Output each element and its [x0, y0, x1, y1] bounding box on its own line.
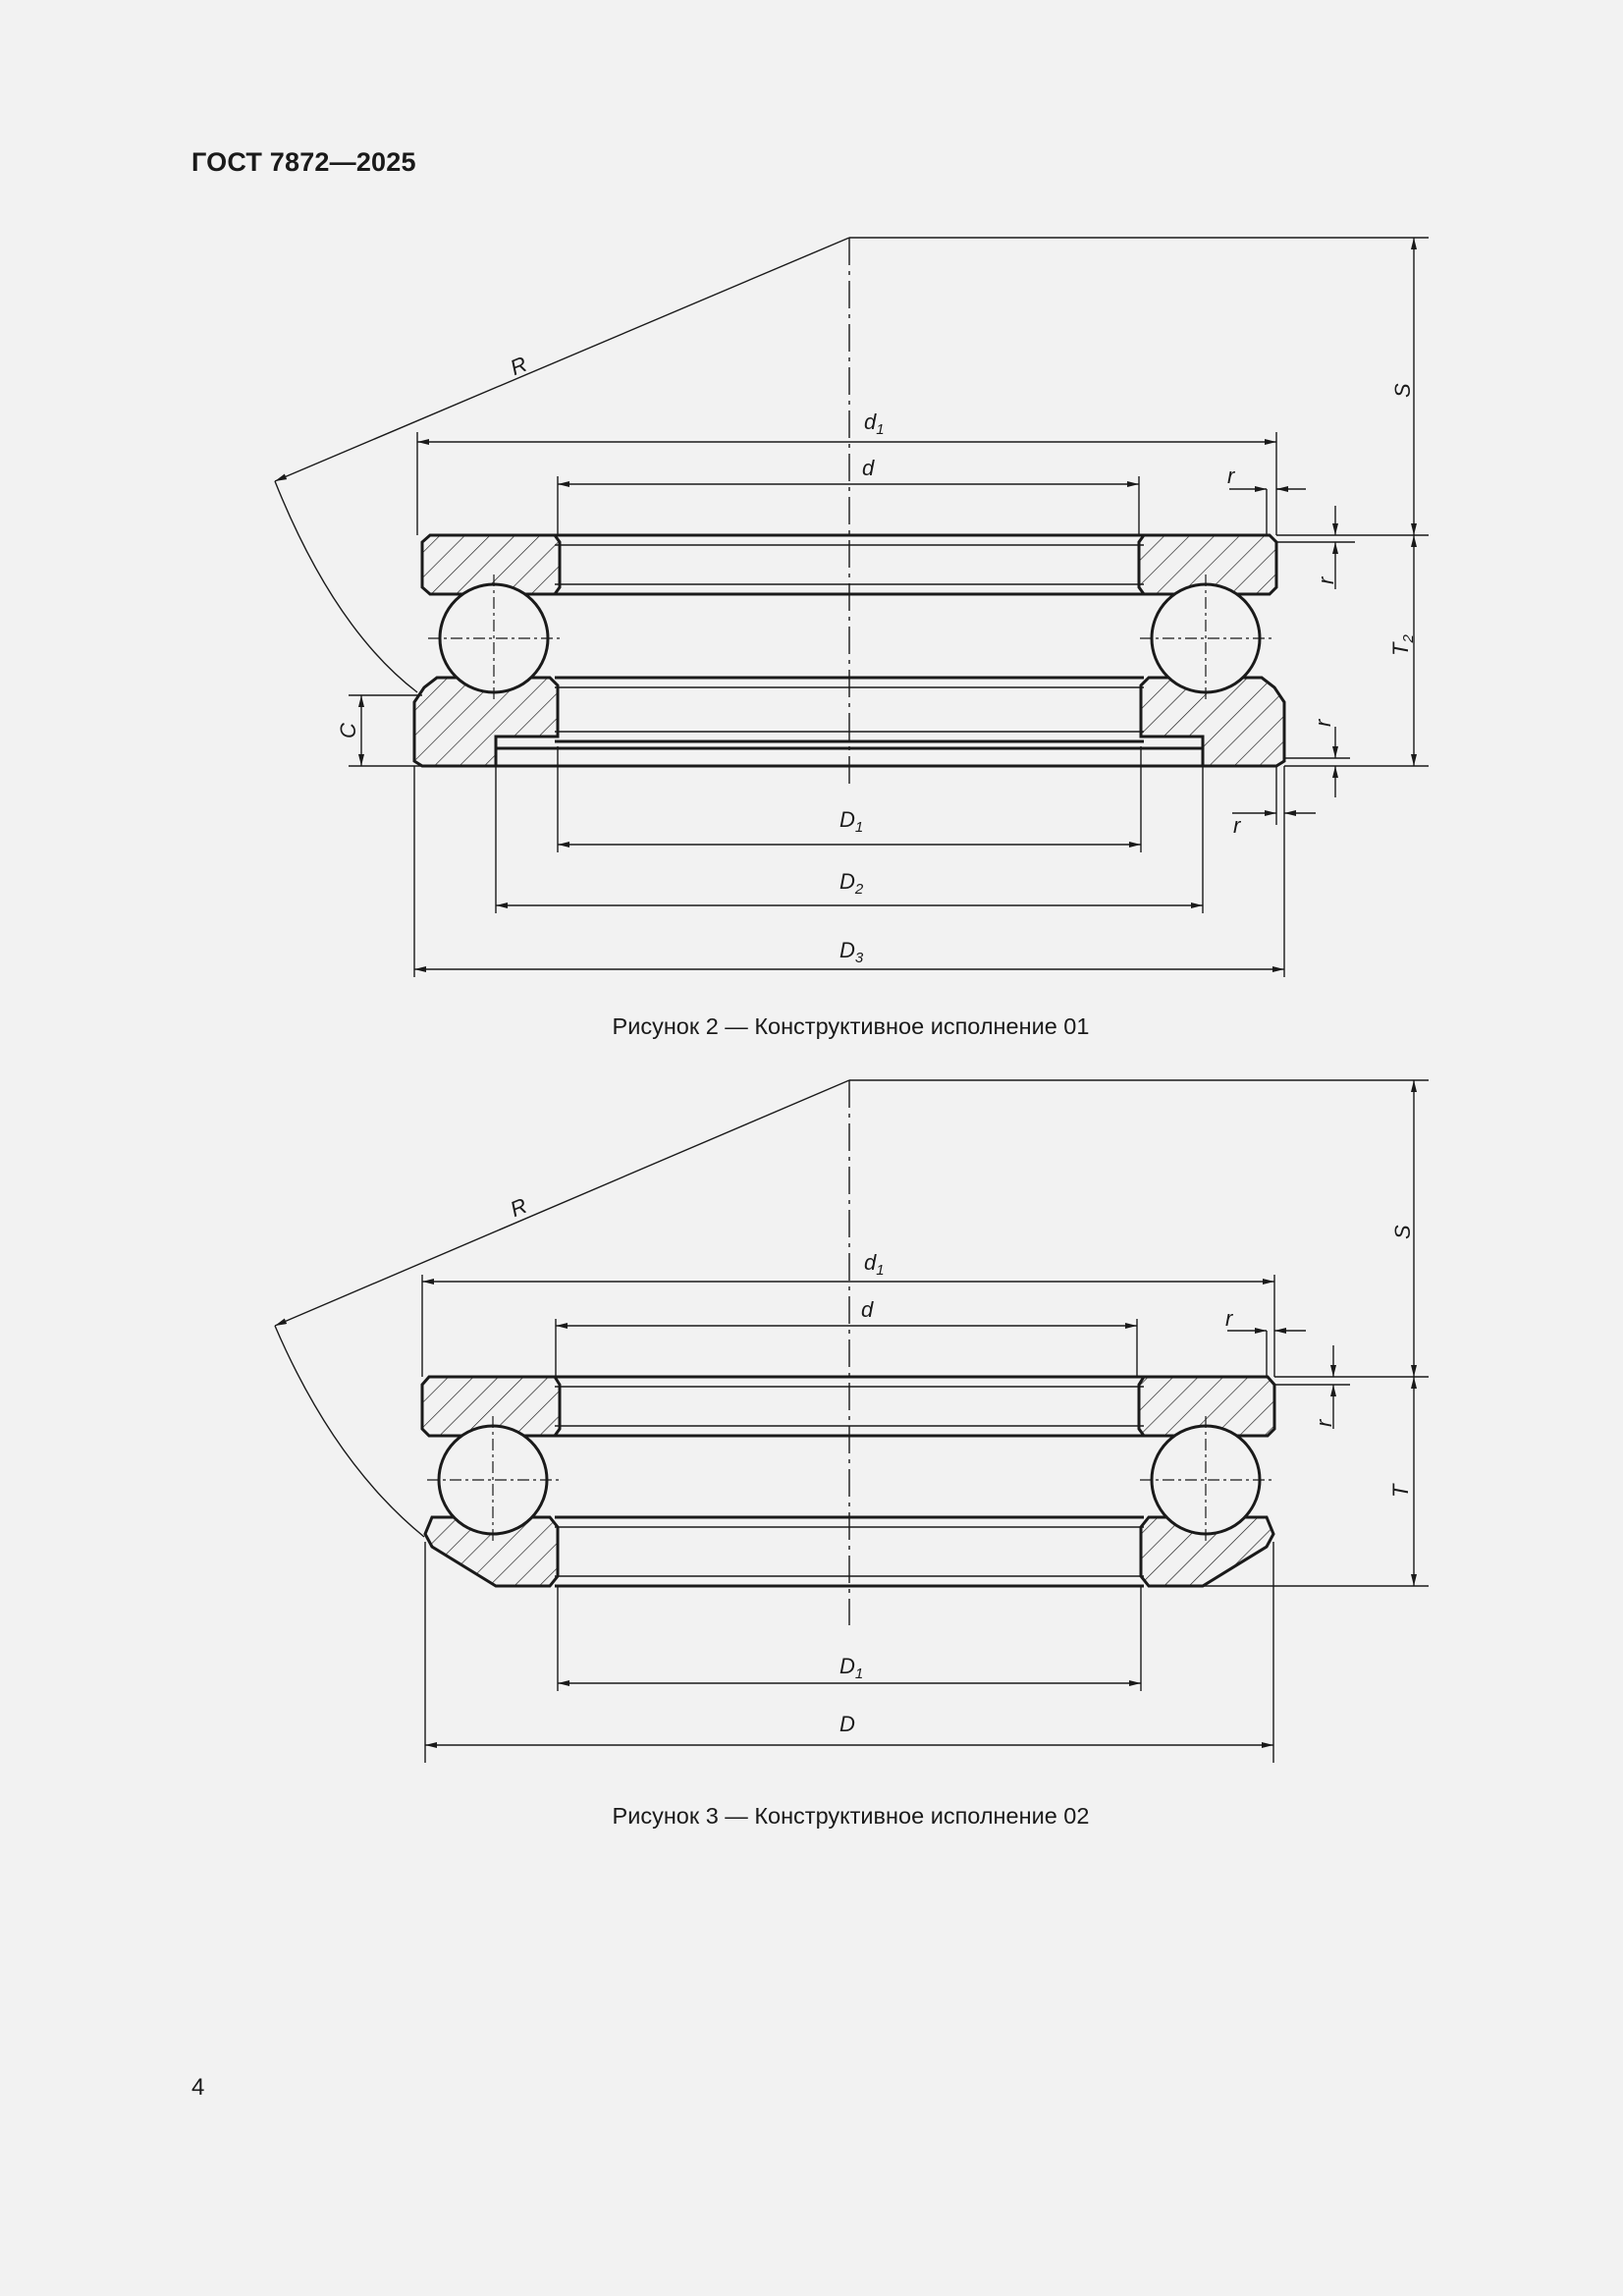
- label-D1: D1: [839, 1654, 863, 1682]
- housing-washer-left: [423, 1515, 560, 1588]
- shaft-washer-right: [1137, 1375, 1276, 1438]
- label-C: C: [336, 723, 360, 738]
- document-header: ГОСТ 7872—2025: [191, 147, 416, 177]
- figure-2-caption: Рисунок 2 — Конструктивное исполнение 01: [612, 1013, 1090, 1039]
- label-r-top: r: [1225, 1306, 1234, 1331]
- label-d: d: [862, 456, 875, 480]
- label-d1: d1: [864, 410, 885, 438]
- label-d1: d1: [864, 1250, 885, 1279]
- label-S: S: [1390, 383, 1415, 398]
- label-r-top: r: [1227, 464, 1236, 488]
- label-r-right: r: [1314, 575, 1338, 584]
- figure-3-caption: Рисунок 3 — Конструктивное исполнение 02: [612, 1803, 1090, 1829]
- label-D: D: [839, 1712, 855, 1736]
- label-D2: D2: [839, 869, 864, 898]
- r-arc: [274, 1325, 425, 1538]
- shaft-washer-left: [420, 533, 562, 596]
- r-radius-line: [274, 1079, 850, 1327]
- r-arc: [274, 480, 418, 693]
- label-d: d: [861, 1297, 874, 1322]
- label-D1: D1: [839, 807, 863, 836]
- label-T2: T2: [1388, 634, 1417, 656]
- shaft-washer-left: [420, 1375, 562, 1438]
- figure-3-drawing: R d1 d r r S T D1 D: [274, 1079, 1429, 1763]
- label-T: T: [1388, 1483, 1413, 1498]
- shaft-washer-right: [1137, 533, 1278, 596]
- label-S: S: [1390, 1225, 1415, 1239]
- figure-2-drawing: R d1 d r r S T2 C r r D1 D2 D3: [274, 237, 1429, 977]
- label-r-right: r: [1312, 1418, 1336, 1427]
- label-r-lower: r: [1311, 718, 1335, 727]
- label-r-bottom: r: [1233, 813, 1242, 838]
- r-radius-line: [274, 237, 850, 482]
- label-R: R: [507, 352, 530, 380]
- page-number: 4: [191, 2074, 205, 2101]
- label-D3: D3: [839, 938, 864, 966]
